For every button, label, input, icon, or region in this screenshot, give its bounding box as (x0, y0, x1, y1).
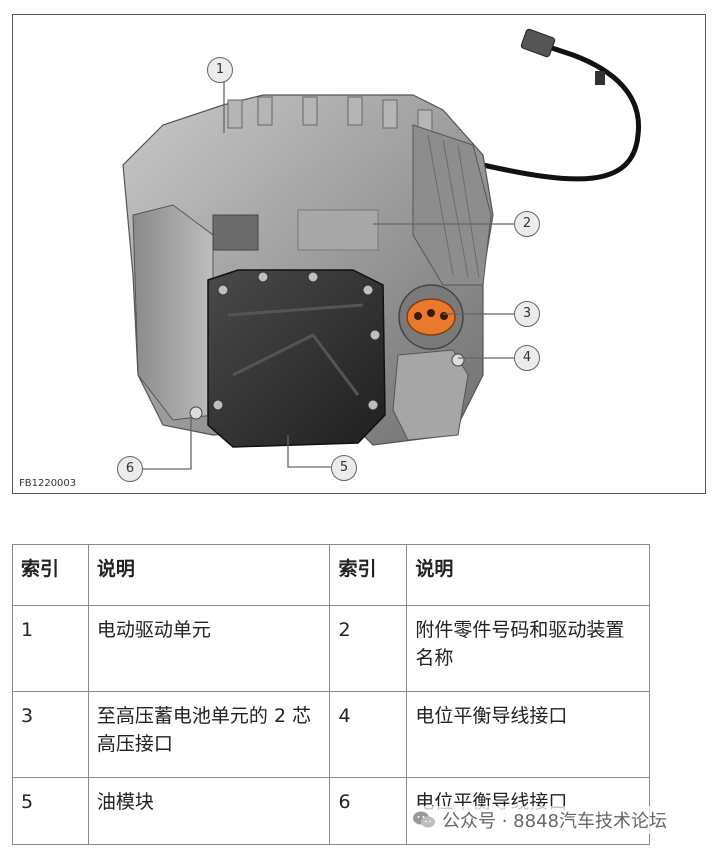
callout-2: 2 (514, 211, 540, 237)
ground-stud-6 (189, 406, 203, 420)
cell-index: 1 (12, 605, 89, 692)
figure-id-label: FB1220003 (19, 478, 77, 489)
header-description: 说明 (87, 544, 331, 606)
part-number-area (297, 209, 379, 251)
lower-bracket (392, 349, 469, 441)
cell-description: 附件零件号码和驱动装置名称 (406, 605, 650, 692)
hv-cable (482, 42, 642, 182)
watermark: 公众号 · 8848汽车技术论坛 (408, 806, 671, 834)
drive-unit-illustration (122, 28, 642, 470)
header-description: 说明 (406, 544, 650, 606)
cell-index: 2 (329, 605, 408, 692)
cell-index: 4 (329, 691, 408, 778)
oil-module-ribs (227, 303, 364, 396)
gearbox-cover (412, 124, 492, 286)
callout-4: 4 (514, 345, 540, 371)
oil-module-bolts (212, 271, 381, 411)
table-row: 1 电动驱动单元 2 附件零件号码和驱动装置名称 (12, 605, 650, 692)
table-row: 3 至高压蓄电池单元的 2 芯高压接口 4 电位平衡导线接口 (12, 691, 650, 778)
cell-description: 油模块 (87, 777, 331, 845)
cable-clip (595, 71, 605, 85)
callout-5: 5 (331, 455, 357, 481)
cover-ribs (427, 134, 480, 278)
cell-description: 电位平衡导线接口 (406, 691, 650, 778)
wechat-icon (413, 811, 435, 828)
cell-index: 5 (12, 777, 89, 845)
cell-index: 3 (12, 691, 89, 778)
legend-header-row: 索引 说明 索引 说明 (12, 544, 650, 606)
callout-3: 3 (514, 301, 540, 327)
callout-6: 6 (117, 456, 143, 482)
cell-description: 电动驱动单元 (87, 605, 331, 692)
header-index: 索引 (12, 544, 89, 606)
hv-connector-pins (414, 309, 448, 320)
callout-1: 1 (207, 57, 233, 83)
watermark-text: 公众号 · 8848汽车技术论坛 (442, 811, 667, 832)
cable-plug (520, 28, 556, 58)
cell-description: 至高压蓄电池单元的 2 芯高压接口 (87, 691, 331, 778)
cell-index: 6 (329, 777, 408, 845)
housing-recess (212, 214, 259, 251)
header-index: 索引 (329, 544, 408, 606)
leader-lines (143, 81, 515, 470)
legend-table: 索引 说明 索引 说明 1 电动驱动单元 2 附件零件号码和驱动装置名称 3 至… (12, 544, 650, 845)
figure-frame: 1 2 3 4 5 6 FB1220003 (12, 14, 706, 494)
ground-stud-4 (451, 353, 465, 367)
oil-module (207, 269, 386, 448)
